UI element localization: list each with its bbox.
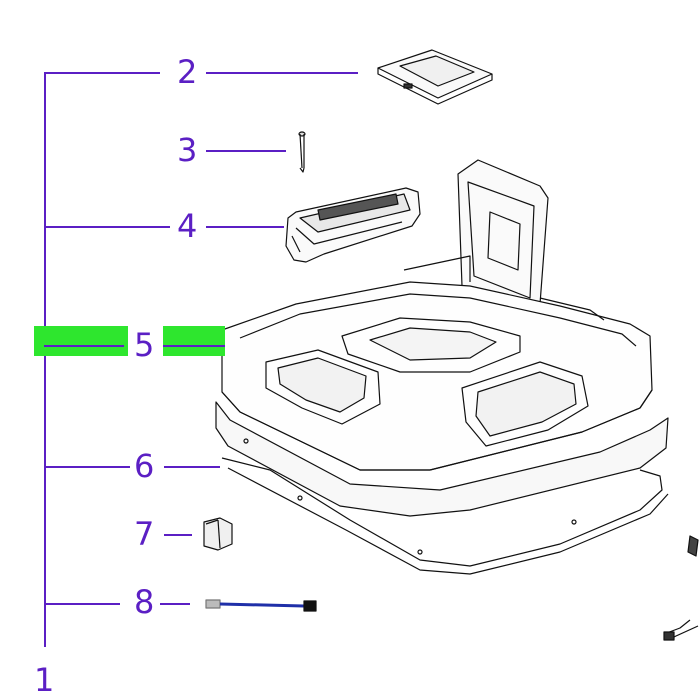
part-3-screw[interactable] — [298, 131, 306, 173]
leader-6-right — [164, 466, 220, 468]
leader-5-right — [163, 345, 225, 347]
callout-3[interactable]: 3 — [177, 131, 198, 169]
part-8-cable[interactable] — [205, 599, 317, 612]
highlight-5-left — [34, 326, 128, 356]
leader-5-left — [44, 345, 124, 347]
callout-2[interactable]: 2 — [177, 53, 198, 91]
callout-5[interactable]: 5 — [134, 326, 155, 364]
callout-6[interactable]: 6 — [134, 447, 155, 485]
part-5-housing[interactable] — [221, 159, 653, 471]
part-6-base[interactable] — [215, 401, 669, 575]
leader-3 — [206, 150, 286, 152]
leader-8-right — [160, 603, 190, 605]
callout-7[interactable]: 7 — [134, 515, 155, 553]
callout-1-main-assembly[interactable]: 1 — [34, 661, 55, 699]
highlight-5-right — [163, 326, 225, 356]
part-7-plug[interactable] — [203, 517, 233, 551]
leader-7 — [164, 534, 192, 536]
leader-2-right — [206, 72, 358, 74]
leader-4-left — [44, 226, 170, 228]
callout-8[interactable]: 8 — [134, 583, 155, 621]
leader-4-right — [206, 226, 284, 228]
edge-fragment-parts — [663, 535, 699, 641]
leader-8-left — [44, 603, 120, 605]
callout-4[interactable]: 4 — [177, 207, 198, 245]
main-assembly-line — [44, 72, 46, 647]
part-4-handle[interactable] — [285, 187, 421, 263]
leader-6-left — [44, 466, 130, 468]
leader-2-left — [44, 72, 160, 74]
part-2-cover-plate[interactable] — [377, 49, 493, 105]
